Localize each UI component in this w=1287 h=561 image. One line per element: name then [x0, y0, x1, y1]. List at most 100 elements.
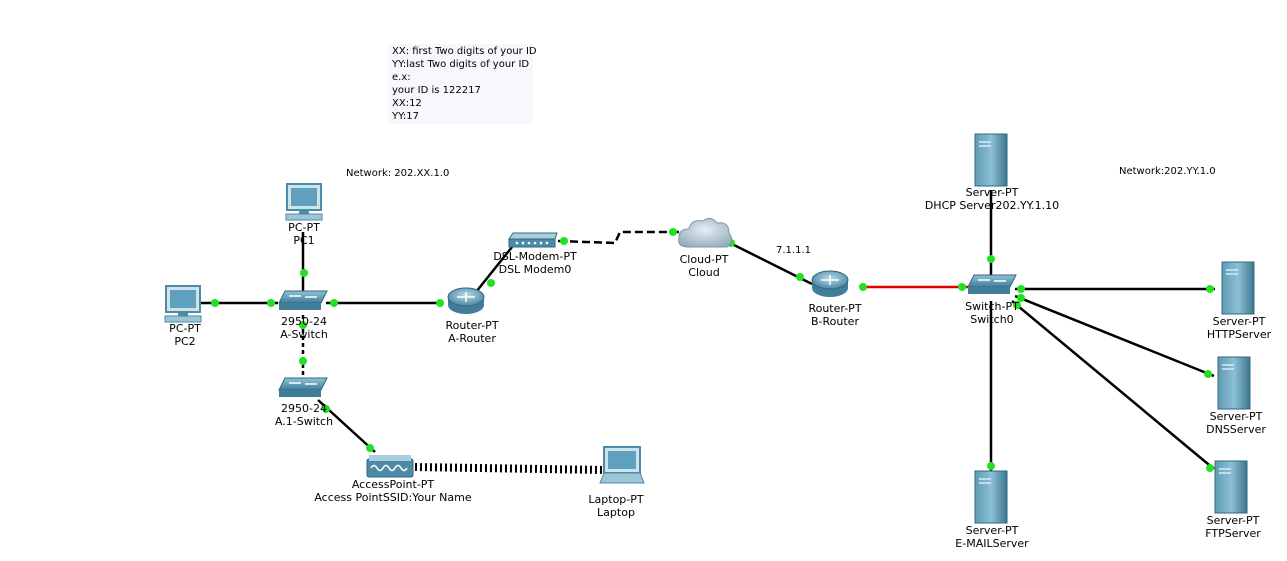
port-dot: [300, 269, 308, 277]
note-line: YY:17: [392, 111, 419, 122]
port-dot: [859, 283, 867, 291]
port-dot: [366, 444, 374, 452]
port-dot: [1206, 285, 1214, 293]
port-dot: [267, 299, 275, 307]
switch-icon[interactable]: [967, 274, 1017, 294]
modem-icon[interactable]: [508, 232, 558, 248]
device-name: PC2: [174, 335, 196, 348]
device-type: Switch-PT: [965, 300, 1019, 313]
port-dot: [987, 462, 995, 470]
port-dot: [330, 299, 338, 307]
device-name: Cloud: [688, 266, 720, 279]
switch-icon[interactable]: [278, 290, 328, 310]
note-line: your ID is 122217: [392, 85, 481, 96]
device-label-laptop[interactable]: Laptop-PT Laptop: [588, 493, 643, 519]
laptop-icon[interactable]: [599, 446, 645, 484]
device-label-pc1[interactable]: PC-PT PC1: [288, 221, 320, 247]
device-label-a-router[interactable]: Router-PT A-Router: [445, 319, 498, 345]
device-type: 2950-24: [281, 402, 327, 415]
device-label-access-point[interactable]: AccessPoint-PT Access PointSSID:Your Nam…: [314, 478, 471, 504]
pc-icon[interactable]: [164, 285, 202, 323]
device-label-a-switch[interactable]: 2950-24 A-Switch: [280, 315, 328, 341]
device-name: Laptop: [597, 506, 635, 519]
device-type: AccessPoint-PT: [351, 478, 435, 491]
port-dot: [1013, 301, 1021, 309]
port-dot: [487, 279, 495, 287]
port-dot: [322, 405, 330, 413]
router-icon[interactable]: [811, 270, 849, 297]
device-type: Server-PT: [965, 186, 1019, 199]
device-label-pc2[interactable]: PC-PT PC2: [169, 322, 201, 348]
device-label-b-router[interactable]: Router-PT B-Router: [808, 302, 861, 328]
device-name: A-Router: [448, 332, 496, 345]
server-icon[interactable]: [1217, 356, 1251, 410]
device-type: Server-PT: [1206, 514, 1260, 527]
port-dot: [1017, 285, 1025, 293]
device-type: PC-PT: [169, 322, 201, 335]
link-dsl-cloud[interactable]: [557, 230, 682, 245]
device-name: DHCP Server202.YY.1.10: [924, 199, 1060, 212]
device-name: PC1: [293, 234, 315, 247]
link-ip-label: 7.1.1.1: [776, 245, 811, 256]
device-name: FTPServer: [1205, 527, 1261, 540]
device-type: DSL-Modem-PT: [493, 250, 577, 263]
device-name: DSL Modem0: [498, 263, 572, 276]
access-point-icon[interactable]: [366, 455, 414, 478]
device-type: Server-PT: [1209, 410, 1263, 423]
port-dot: [987, 255, 995, 263]
device-name: E-MAILServer: [955, 537, 1029, 550]
port-dot: [796, 273, 804, 281]
device-label-mail-server[interactable]: Server-PT E-MAILServer: [955, 524, 1028, 550]
device-type: Router-PT: [808, 302, 862, 315]
link-switch0-ftp[interactable]: [1011, 300, 1215, 470]
cloud-icon[interactable]: [678, 217, 733, 248]
port-dot: [1206, 464, 1214, 472]
device-label-dhcp-server[interactable]: Server-PT DHCP Server202.YY.1.10: [925, 186, 1059, 212]
link-switch0-dns[interactable]: [1014, 294, 1215, 378]
device-type: 2950-24: [281, 315, 327, 328]
server-icon[interactable]: [1214, 460, 1248, 514]
device-name: Switch0: [970, 313, 1014, 326]
pc-icon[interactable]: [285, 183, 323, 221]
note-line: XX: first Two digits of your ID: [392, 46, 537, 57]
device-label-ftp-server[interactable]: Server-PT FTPServer: [1205, 514, 1261, 540]
device-label-a1-switch[interactable]: 2950-24 A.1-Switch: [275, 402, 333, 428]
device-type: PC-PT: [288, 221, 320, 234]
router-icon[interactable]: [447, 287, 485, 314]
wireless-link-ap-laptop: [414, 463, 606, 474]
device-label-switch0[interactable]: Switch-PT Switch0: [965, 300, 1019, 326]
server-icon[interactable]: [974, 470, 1008, 524]
port-dot: [669, 228, 677, 236]
switch-icon[interactable]: [278, 377, 328, 397]
network-label-right: Network:202.YY.1.0: [1119, 166, 1216, 177]
port-dot: [560, 237, 568, 245]
network-label-left: Network: 202.XX.1.0: [346, 168, 450, 179]
device-name: B-Router: [811, 315, 859, 328]
device-label-dsl-modem[interactable]: DSL-Modem-PT DSL Modem0: [493, 250, 576, 276]
instruction-note[interactable]: XX: first Two digits of your ID YY:last …: [388, 44, 537, 124]
device-name: HTTPServer: [1206, 328, 1272, 341]
port-dot: [299, 321, 307, 329]
device-type: Cloud-PT: [679, 253, 729, 266]
server-icon[interactable]: [974, 133, 1008, 187]
server-icon[interactable]: [1221, 261, 1255, 315]
port-dot: [211, 299, 219, 307]
device-type: Router-PT: [445, 319, 499, 332]
port-dot: [1204, 370, 1212, 378]
device-name: A.1-Switch: [274, 415, 334, 428]
port-dot: [958, 283, 966, 291]
note-line: YY:last Two digits of your ID: [392, 59, 530, 70]
device-type: Laptop-PT: [588, 493, 644, 506]
device-type: Server-PT: [965, 524, 1019, 537]
note-line: e.x:: [392, 72, 411, 83]
link-arouter-dsl[interactable]: [475, 246, 513, 293]
device-name: DNSServer: [1206, 423, 1266, 436]
port-dot: [1017, 294, 1025, 302]
device-label-http-server[interactable]: Server-PT HTTPServer: [1207, 315, 1271, 341]
device-name: Access PointSSID:Your Name: [314, 491, 472, 504]
note-line: XX:12: [392, 98, 422, 109]
device-label-cloud[interactable]: Cloud-PT Cloud: [680, 253, 729, 279]
device-type: Server-PT: [1212, 315, 1266, 328]
device-label-dns-server[interactable]: Server-PT DNSServer: [1206, 410, 1266, 436]
